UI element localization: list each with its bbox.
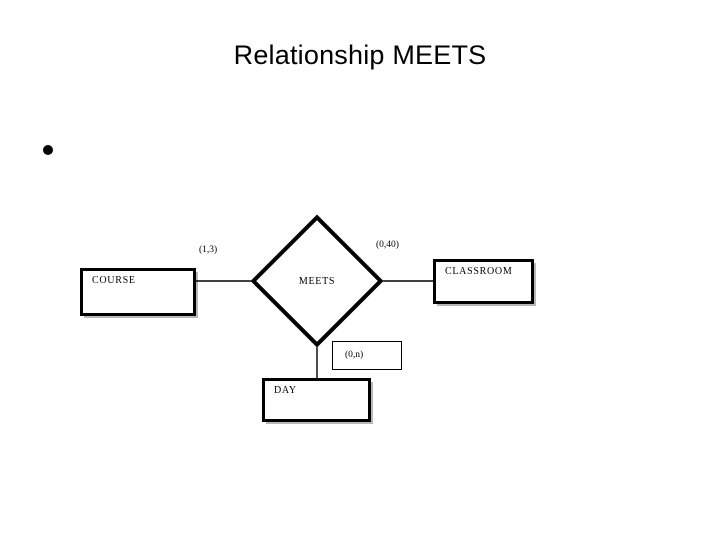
entity-classroom[interactable]: CLASSROOM	[433, 259, 534, 304]
bullet-point-icon	[43, 145, 53, 155]
entity-day[interactable]: DAY	[262, 378, 371, 422]
cardinality-course-meets: (1,3)	[199, 245, 218, 255]
cardinality-meets-day-box: (0,n)	[332, 341, 402, 370]
entity-course[interactable]: COURSE	[80, 268, 196, 316]
cardinality-meets-day-label: (0,n)	[345, 350, 364, 360]
cardinality-meets-classroom: (0,40)	[376, 240, 399, 250]
entity-classroom-label: CLASSROOM	[445, 266, 513, 277]
relationship-meets[interactable]: MEETS	[250, 214, 384, 348]
page-title: Relationship MEETS	[233, 40, 487, 70]
entity-day-label: DAY	[274, 385, 297, 396]
relationship-meets-label: MEETS	[298, 275, 336, 287]
entity-course-label: COURSE	[92, 275, 136, 286]
